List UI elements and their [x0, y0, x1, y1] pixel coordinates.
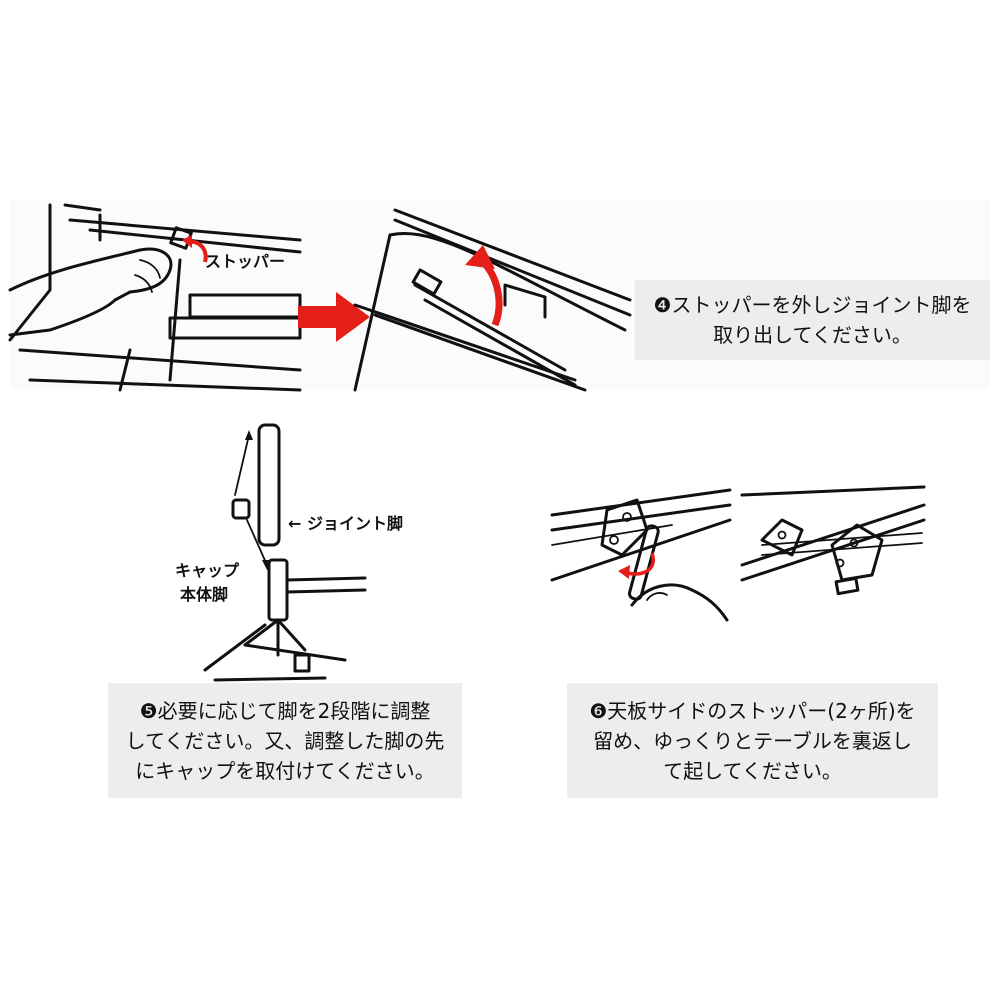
step6-caption-line: 留め、ゆっくりとテーブルを裏返し [593, 728, 912, 753]
step5-caption: ❺必要に応じて脚を2段階に調整 してください。又、調整した脚の先 にキャップを取… [108, 683, 462, 798]
step5-caption-line: ❺必要に応じて脚を2段階に調整 [139, 698, 431, 723]
step6-stopper-release-illustration [550, 488, 732, 622]
step4-caption-line: 取り出してください。 [713, 323, 912, 347]
step5-caption-line: にキャップを取付けてください。 [135, 758, 435, 783]
step4-caption: ❹ストッパーを外しジョイント脚を 取り出してください。 [635, 280, 990, 360]
step6-caption-line: ❻天板サイドのストッパー(2ヶ所)を [589, 698, 916, 723]
step5-caption-line: してください。又、調整した脚の先 [125, 728, 445, 753]
step6-stopper-locked-illustration [740, 485, 926, 596]
body-leg-label: 本体脚 [180, 585, 229, 604]
joint-leg-label: ← ジョイント脚 [288, 514, 403, 533]
stopper-label: ストッパー [205, 252, 286, 271]
step5-leg-adjust-illustration [203, 423, 367, 682]
step4-stopper-illustration [8, 203, 302, 392]
step4-remove-leg-illustration [353, 208, 632, 392]
red-right-arrow-icon [298, 292, 370, 342]
step6-caption: ❻天板サイドのストッパー(2ヶ所)を 留め、ゆっくりとテーブルを裏返し て起して… [567, 683, 938, 798]
step6-caption-line: て起してください。 [663, 758, 842, 783]
step4-caption-line: ❹ストッパーを外しジョイント脚を [653, 293, 972, 317]
cap-label: キャップ [175, 561, 240, 580]
